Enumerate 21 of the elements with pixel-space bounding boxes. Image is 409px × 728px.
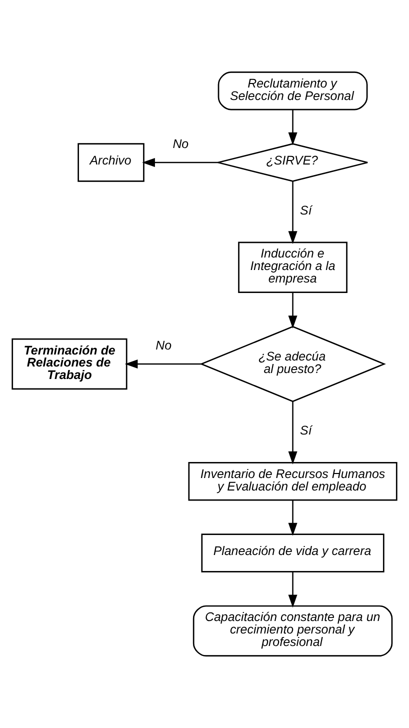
edge-label: Sí [300,204,312,218]
node-box: Reclutamiento y Selección de Personal [218,71,368,110]
node-box: Terminación de Relaciones de Trabajo [12,338,128,390]
node-box: Archivo [78,143,144,182]
arrow [288,402,298,464]
node-diamond: ¿Se adecúa al puesto? [200,326,386,402]
arrow [288,500,298,536]
node-box: Inventario de Recursos Humanos y Evaluación del empleado [188,462,398,501]
arrow [288,110,298,146]
edge-label: No [172,137,189,152]
arrow [288,292,298,328]
arrow [288,181,298,244]
edge-label: Sí [300,424,312,438]
node-box: Inducción e Integración a la empresa [238,242,348,293]
node-box: Capacitación constante para un crecimiento personal y profesional [192,605,393,657]
arrow [124,359,202,369]
node-box: Planeación de vida y carrera [201,534,384,572]
arrow [142,158,218,168]
edge-label: No [156,338,172,353]
node-diamond: ¿SIRVE? [217,143,368,182]
arrow [288,572,298,608]
